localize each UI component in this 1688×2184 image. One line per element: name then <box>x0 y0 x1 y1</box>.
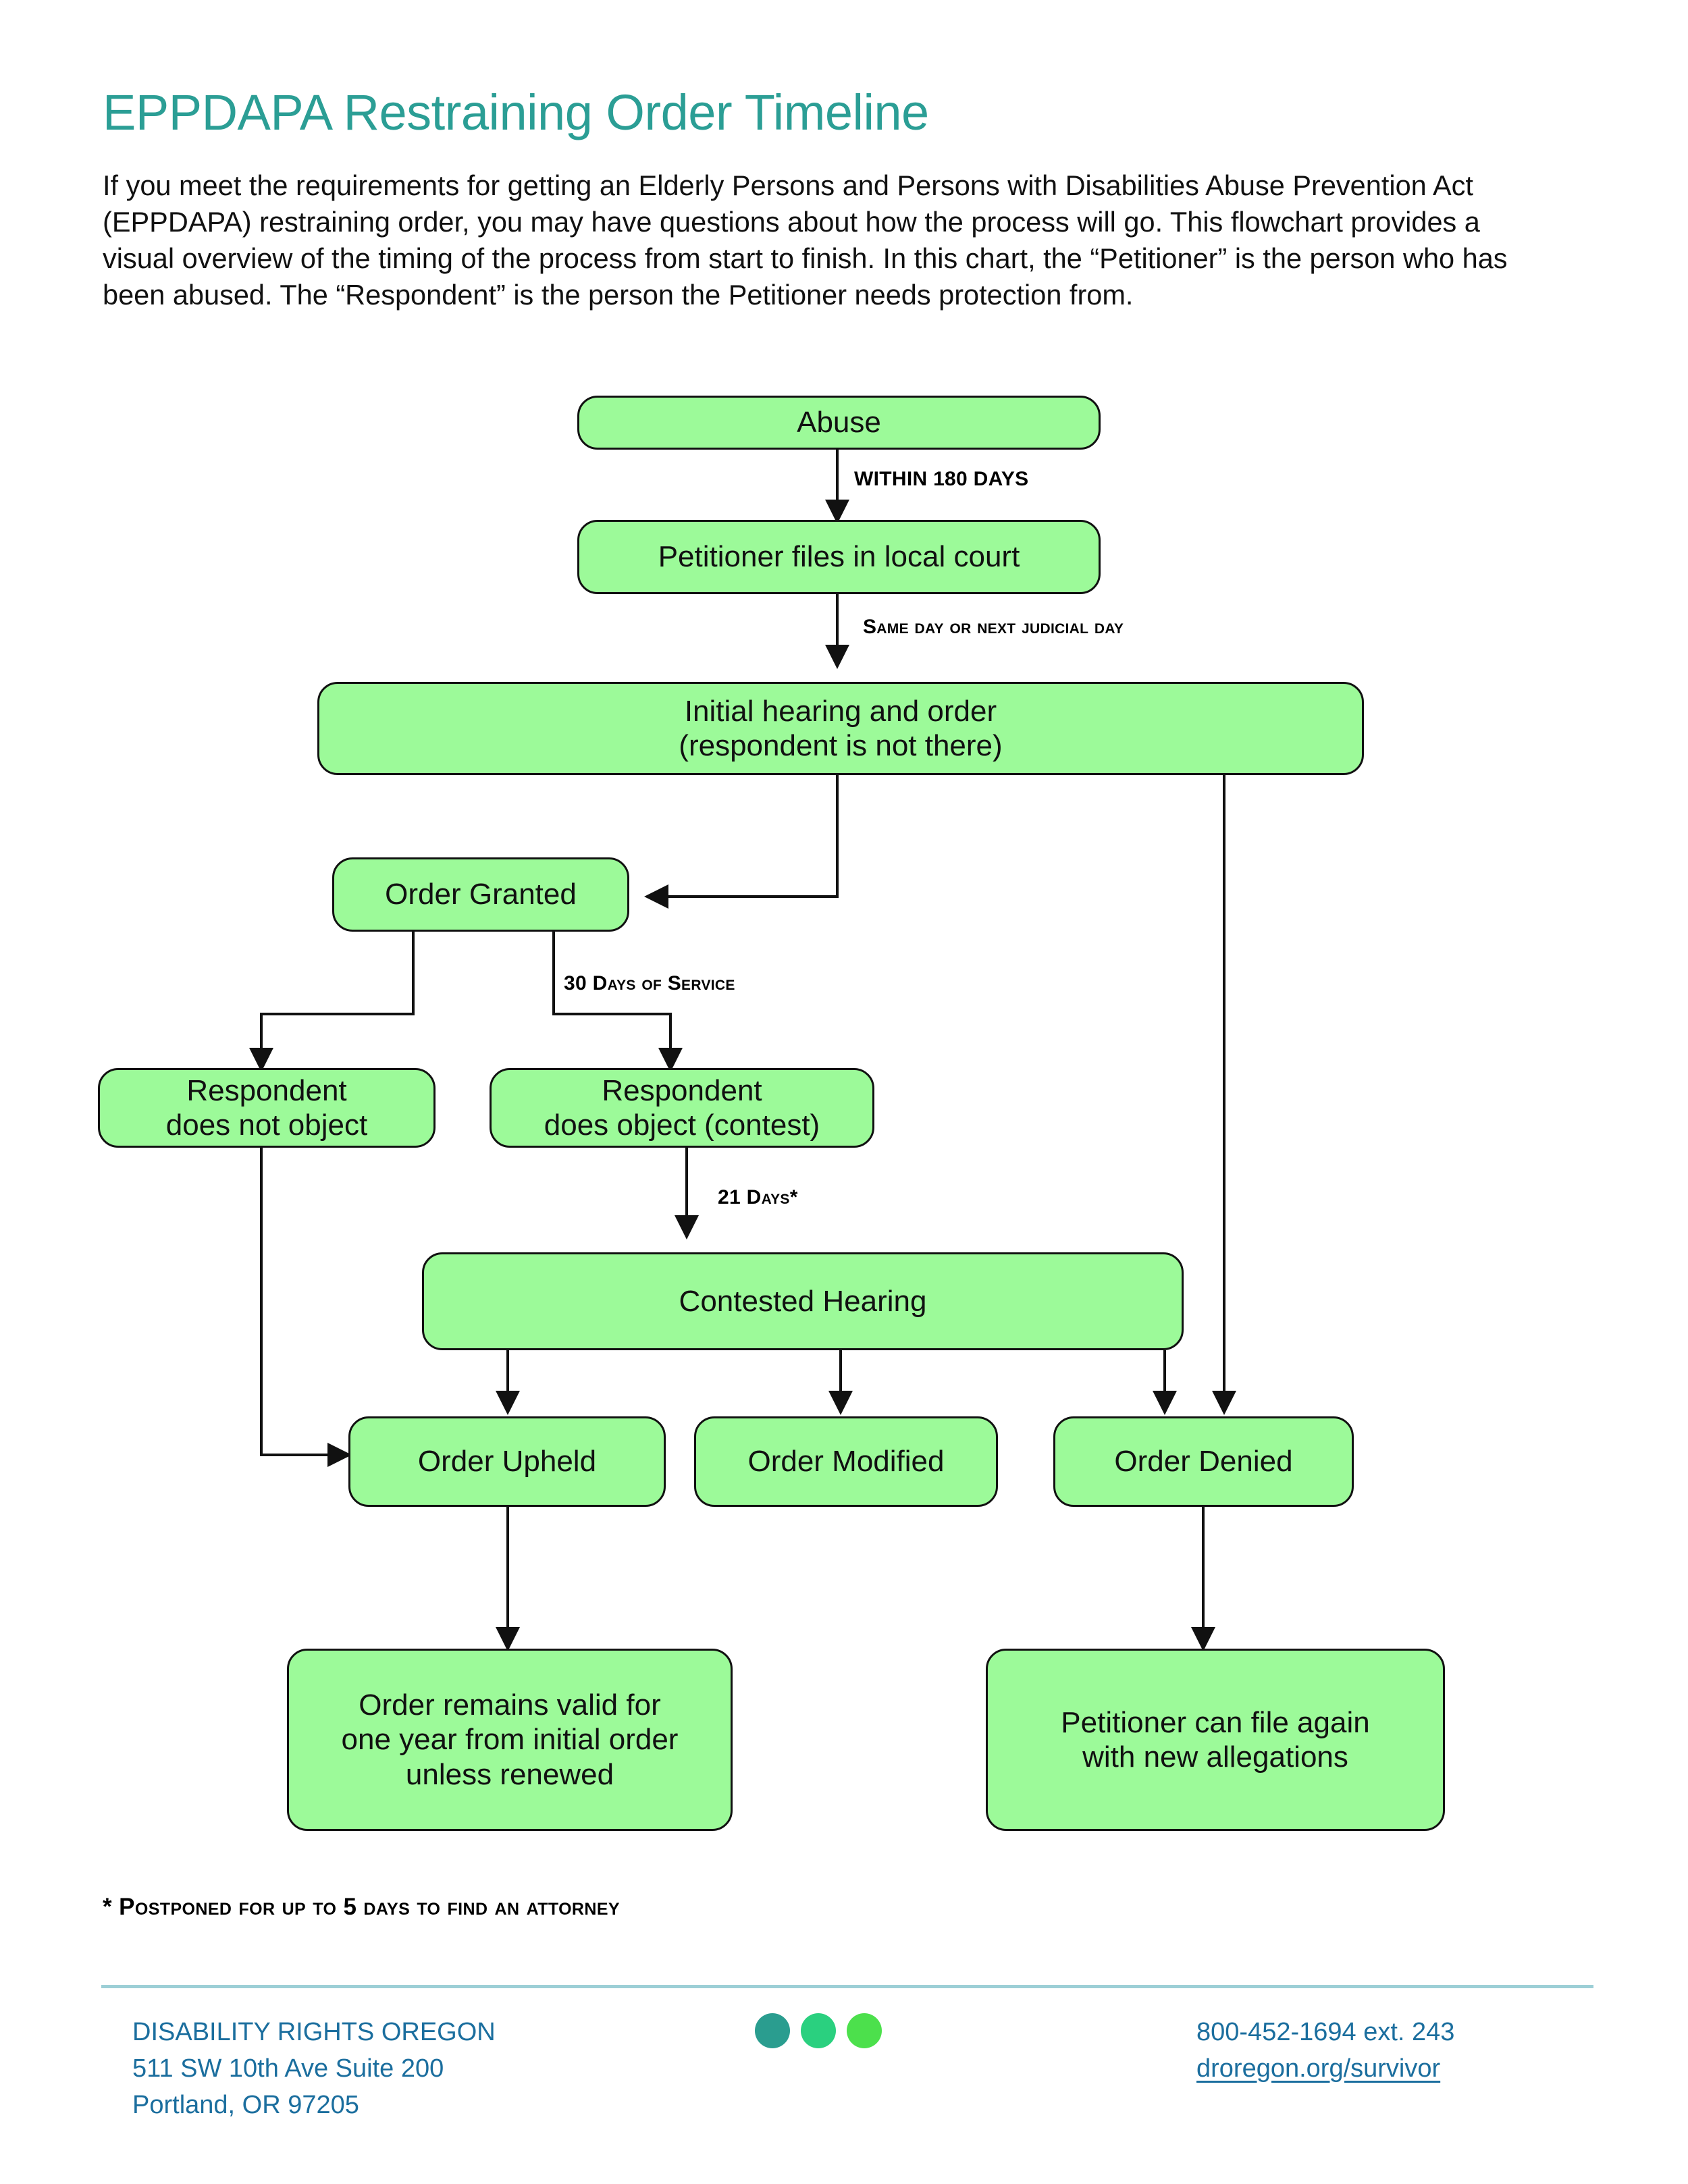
node-respondent-no-object-label: Respondent does not object <box>165 1073 368 1142</box>
footer-org-name: DISABILITY RIGHTS OREGON <box>132 2018 496 2046</box>
node-abuse-label: Abuse <box>797 406 881 440</box>
node-order-denied-label: Order Denied <box>1114 1445 1293 1479</box>
node-order-upheld[interactable]: Order Upheld <box>348 1416 666 1507</box>
node-contested-hearing[interactable]: Contested Hearing <box>422 1252 1184 1350</box>
logo-dot-light-green <box>847 2013 882 2048</box>
node-petitioner-files-label: Petitioner files in local court <box>658 540 1020 574</box>
node-order-modified-label: Order Modified <box>747 1445 945 1479</box>
node-contested-hearing-label: Contested Hearing <box>679 1284 927 1318</box>
page-title: EPPDAPA Restraining Order Timeline <box>103 84 929 140</box>
node-petitioner-refile[interactable]: Petitioner can file again with new alleg… <box>986 1649 1445 1831</box>
footer-website-link[interactable]: droregon.org/survivor <box>1196 2054 1441 2083</box>
footer-address-line1: 511 SW 10th Ave Suite 200 <box>132 2054 444 2083</box>
footer: DISABILITY RIGHTS OREGON 511 SW 10th Ave… <box>0 1998 1688 2181</box>
node-initial-hearing[interactable]: Initial hearing and order (respondent is… <box>317 682 1364 775</box>
edge-label-same-day-next-judicial-day: Same day or next judicial day <box>863 616 1124 638</box>
edge-label-21-days: 21 Days* <box>718 1186 798 1208</box>
intro-paragraph: If you meet the requirements for getting… <box>103 169 1508 311</box>
edge-label-within-180-days: WITHIN 180 DAYS <box>854 468 1029 490</box>
footer-address-line2: Portland, OR 97205 <box>132 2090 359 2119</box>
node-order-upheld-label: Order Upheld <box>417 1445 597 1479</box>
footnote: * Postponed for up to 5 days to find an … <box>103 1894 620 1920</box>
edge-label-30-days-of-service: 30 Days of Service <box>564 972 735 994</box>
footer-contact-block: 800-452-1694 ext. 243 droregon.org/survi… <box>1196 2015 1454 2087</box>
logo-dot-teal <box>755 2013 790 2048</box>
logo-dot-green <box>801 2013 836 2048</box>
node-order-granted-label: Order Granted <box>385 878 577 911</box>
node-respondent-object[interactable]: Respondent does object (contest) <box>490 1068 874 1148</box>
node-order-granted[interactable]: Order Granted <box>332 857 629 932</box>
footer-phone: 800-452-1694 ext. 243 <box>1196 2018 1455 2046</box>
node-order-denied[interactable]: Order Denied <box>1053 1416 1354 1507</box>
node-order-remains-valid-label: Order remains valid for one year from in… <box>341 1688 679 1791</box>
node-petitioner-refile-label: Petitioner can file again with new alleg… <box>1061 1705 1370 1774</box>
footer-address-block: DISABILITY RIGHTS OREGON 511 SW 10th Ave… <box>132 2015 496 2124</box>
node-respondent-no-object[interactable]: Respondent does not object <box>98 1068 436 1148</box>
node-petitioner-files[interactable]: Petitioner files in local court <box>577 520 1101 594</box>
node-order-modified[interactable]: Order Modified <box>694 1416 998 1507</box>
node-order-remains-valid[interactable]: Order remains valid for one year from in… <box>287 1649 733 1831</box>
node-respondent-object-label: Respondent does object (contest) <box>544 1073 820 1142</box>
node-abuse[interactable]: Abuse <box>577 396 1101 450</box>
footer-divider <box>101 1985 1593 1988</box>
organization-logo <box>755 2013 882 2048</box>
node-initial-hearing-label: Initial hearing and order (respondent is… <box>679 694 1003 762</box>
